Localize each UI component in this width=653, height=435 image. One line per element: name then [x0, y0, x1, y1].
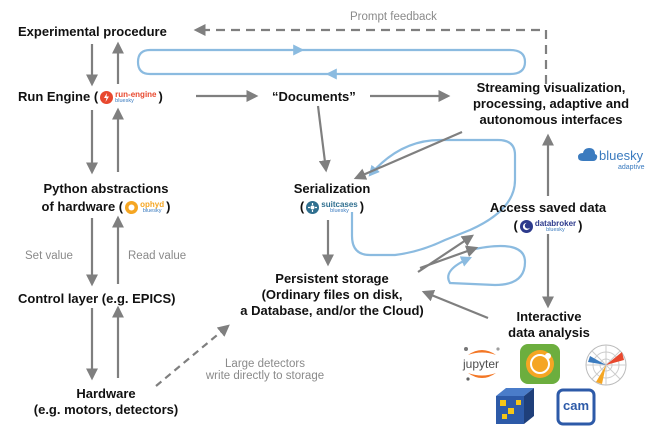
- access-label: Access saved data: [489, 200, 607, 215]
- cloud-icon: [578, 148, 598, 161]
- run-engine-label: Run Engine (: [18, 89, 99, 104]
- blue-analysis-loop: [447, 244, 527, 287]
- jupyter-icon: [464, 347, 500, 381]
- hardware-line-2: (e.g. motors, detectors): [33, 402, 179, 417]
- node-hardware: Hardware (e.g. motors, detectors): [8, 386, 204, 418]
- streaming-line-2: processing, adaptive and: [472, 96, 630, 111]
- node-persistent-storage: Persistent storage (Ordinary files on di…: [224, 271, 440, 319]
- ophyd-icon: [125, 201, 139, 215]
- node-documents: “Documents”: [272, 89, 356, 104]
- orange-viz-logo: [518, 342, 562, 386]
- ophyd-badge-name: ophyd: [140, 199, 165, 209]
- databroker-badge-name: databroker: [534, 218, 577, 228]
- orange-icon: [520, 344, 560, 384]
- label-read-value: Read value: [128, 250, 187, 262]
- suitcases-badge-sub: bluesky: [330, 207, 349, 214]
- node-interactive-analysis: Interactive data analysis: [488, 309, 610, 341]
- label-large-detectors: Large detectors write directly to storag…: [190, 358, 340, 382]
- node-experimental-procedure: Experimental procedure: [18, 24, 167, 39]
- polar-plot-icon: [585, 344, 627, 386]
- hardware-line-1: Hardware: [76, 386, 136, 401]
- serialization-label: Serialization: [293, 181, 371, 196]
- bluesky-adaptive-logo: bluesky adaptive: [578, 146, 648, 176]
- bluesky-adaptive-name: bluesky: [599, 148, 644, 163]
- cube-icon: [496, 388, 534, 424]
- interactive-line-2: data analysis: [508, 325, 590, 340]
- large-detectors-line-2: write directly to storage: [205, 370, 325, 382]
- interactive-line-1: Interactive: [516, 309, 582, 324]
- node-streaming: Streaming visualization, processing, ada…: [452, 80, 650, 128]
- arrow-storage-to-serialization: [419, 245, 479, 270]
- label-prompt-feedback: Prompt feedback: [350, 11, 437, 23]
- ophyd-badge-sub: bluesky: [142, 207, 162, 214]
- run-engine-close-paren: ): [158, 89, 163, 104]
- arrow-documents-to-serialization: [316, 105, 331, 173]
- cam-icon: [556, 388, 596, 426]
- persistent-line-2: (Ordinary files on disk,: [261, 287, 403, 302]
- run-engine-icon: [100, 91, 114, 105]
- arrow-analysis-to-storage: [421, 290, 489, 320]
- python-line-2: of hardware (: [41, 199, 124, 214]
- bluesky-adaptive-sub: adaptive: [618, 164, 645, 171]
- blue-stream-loop: [136, 48, 527, 76]
- serialization-close-paren: ): [359, 199, 365, 214]
- arrow-prompt-feedback: [193, 23, 548, 84]
- label-set-value: Set value: [25, 250, 73, 262]
- persistent-line-3: a Database, and/or the Cloud): [240, 303, 424, 318]
- cam-label: cam: [563, 398, 590, 413]
- streaming-line-3: autonomous interfaces: [479, 112, 623, 127]
- node-control-layer: Control layer (e.g. EPICS): [18, 291, 176, 306]
- jupyter-logo: jupyter: [460, 344, 504, 384]
- large-detectors-line-1: Large detectors: [225, 358, 305, 370]
- arrow-large-detectors: [155, 324, 230, 387]
- blue-serialization-loop: [350, 138, 517, 257]
- suitcases-icon: [306, 201, 320, 215]
- persistent-line-1: Persistent storage: [275, 271, 389, 286]
- streaming-line-1: Streaming visualization,: [476, 80, 626, 95]
- databroker-icon: [519, 220, 533, 234]
- databroker-badge-sub: bluesky: [546, 226, 565, 233]
- polar-plot-logo: [582, 342, 630, 388]
- run-engine-badge-name: run-engine: [115, 89, 157, 99]
- suitcases-badge-name: suitcases: [321, 199, 358, 209]
- cube-logo: [492, 386, 534, 428]
- cam-logo: cam: [556, 388, 596, 426]
- python-line-1: Python abstractions: [43, 181, 169, 196]
- run-engine-badge-sub: bluesky: [115, 97, 134, 104]
- python-close-paren: ): [166, 199, 171, 214]
- access-close-paren: ): [578, 218, 583, 233]
- arrow-streaming-to-serialization: [353, 130, 463, 180]
- jupyter-label: jupyter: [463, 357, 500, 371]
